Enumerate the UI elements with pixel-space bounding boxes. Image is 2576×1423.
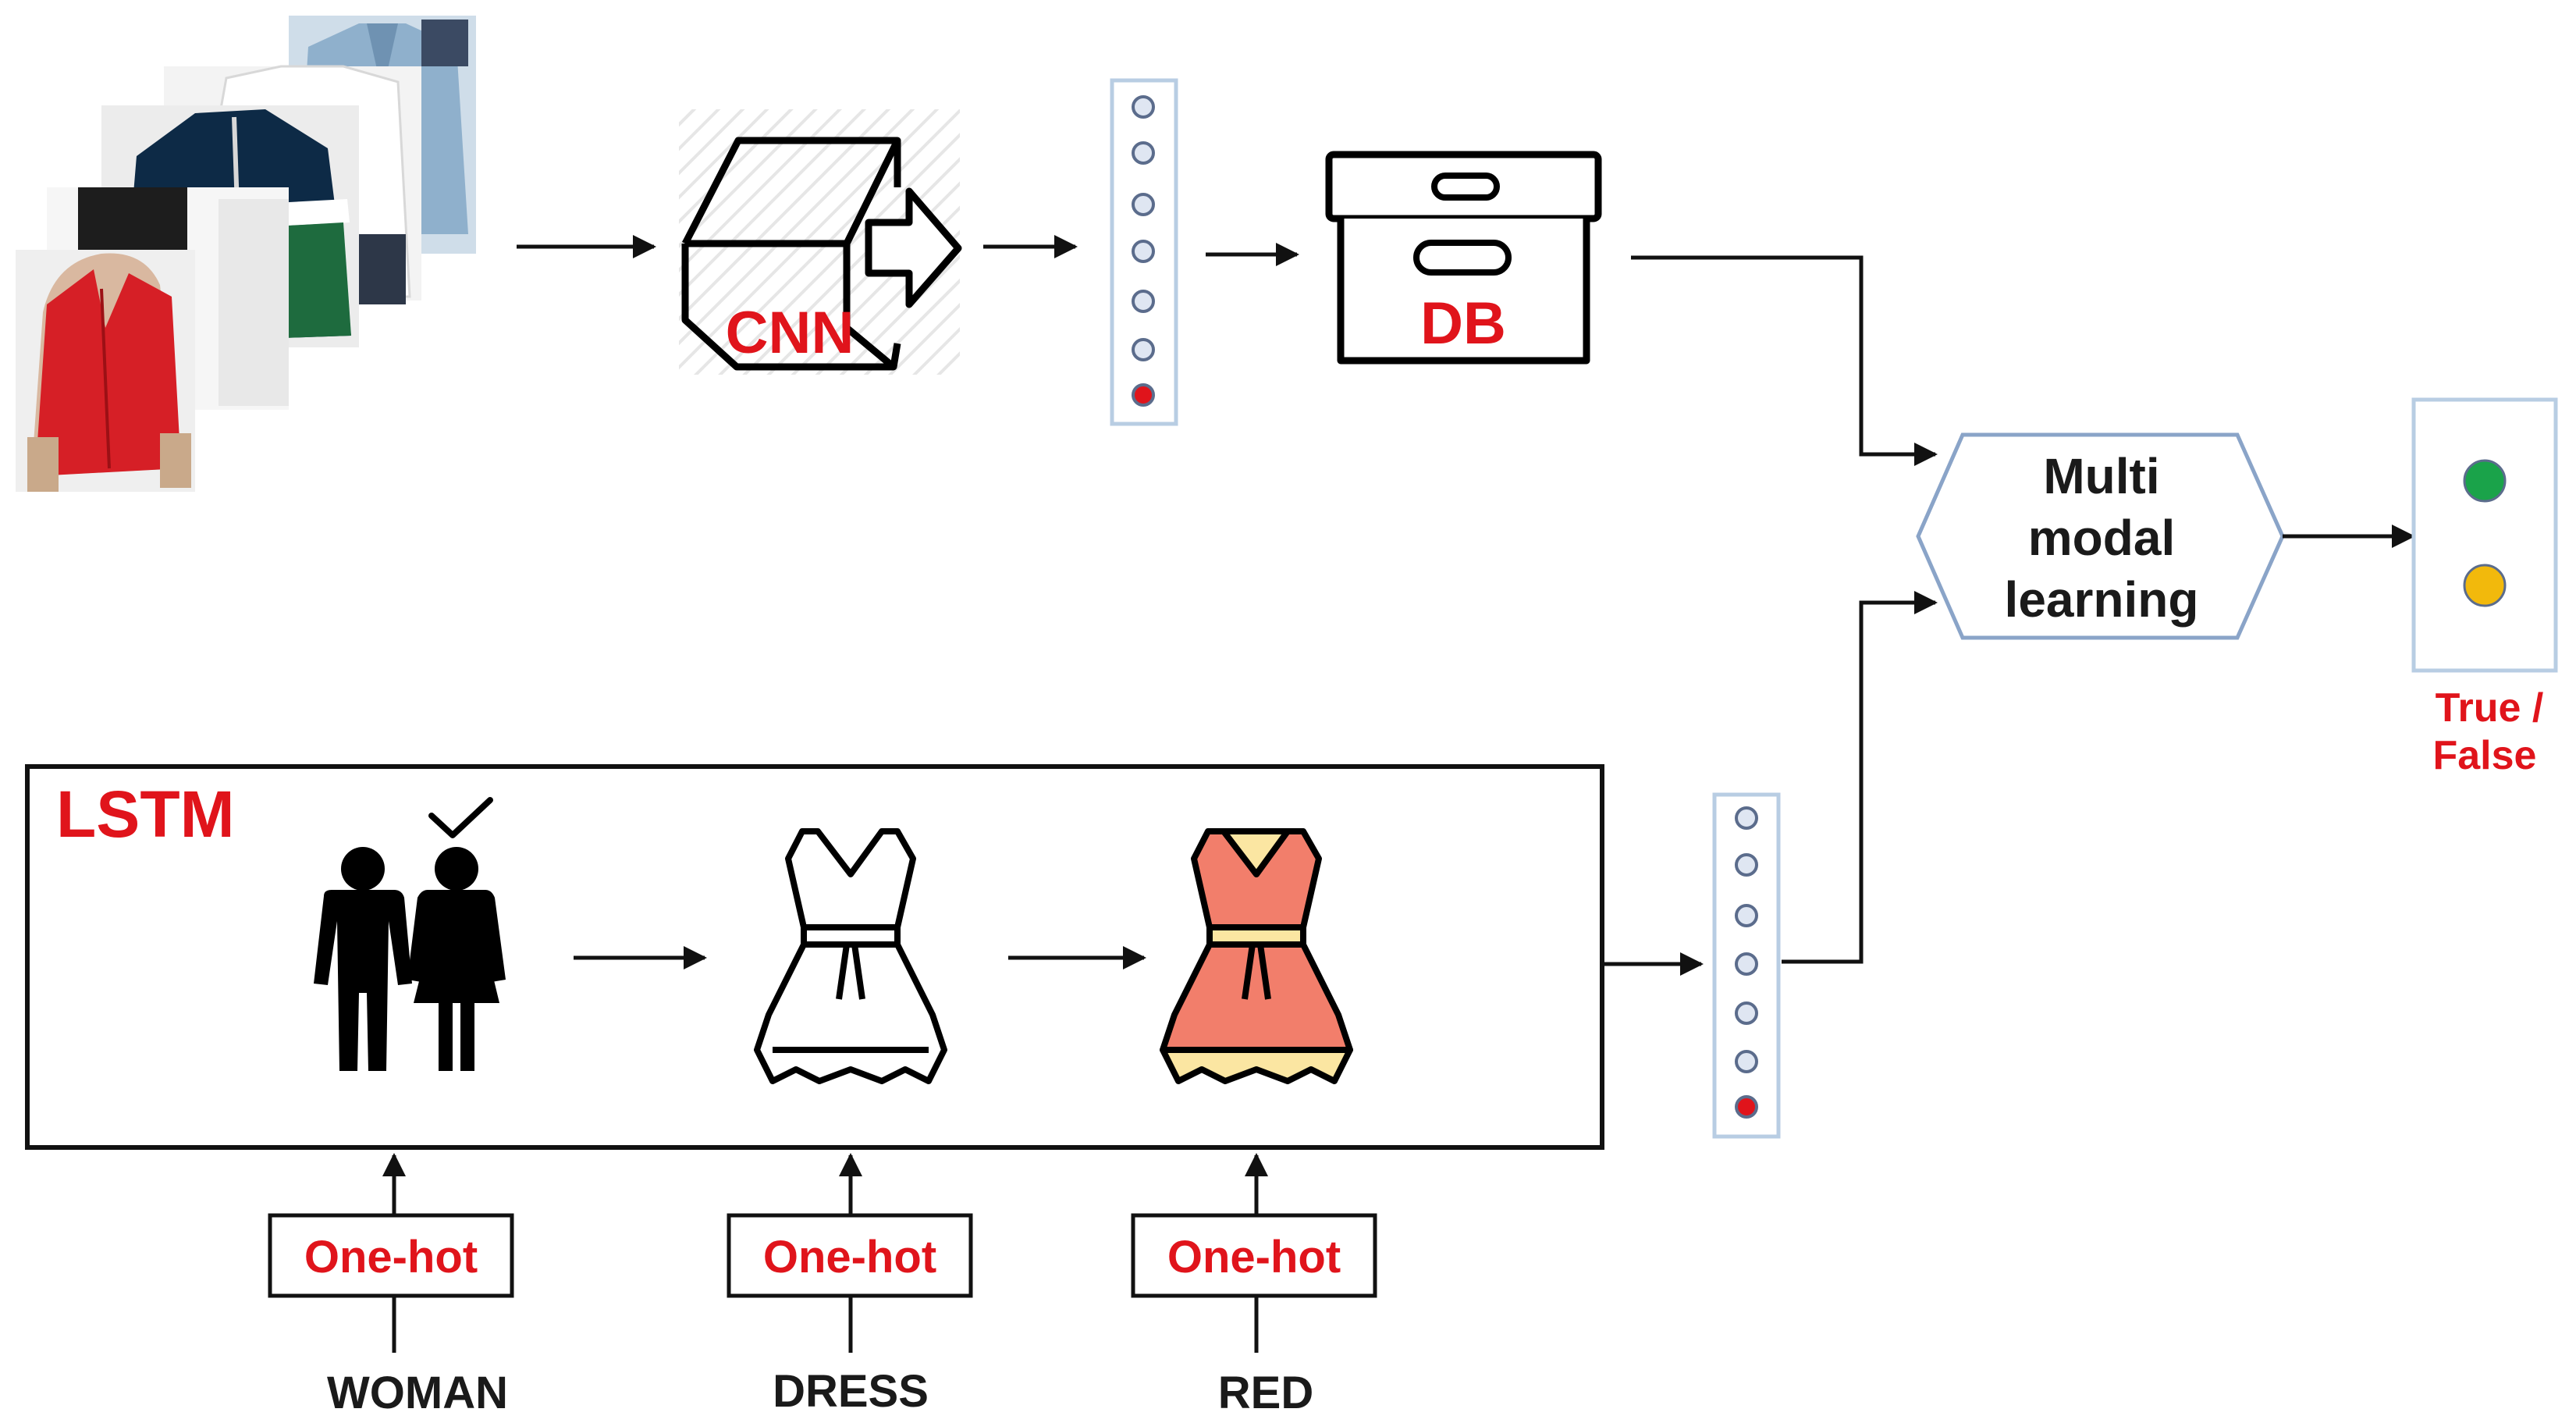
true-false-label-line-2: False: [2433, 733, 2537, 778]
vector-dot-active: [1735, 1095, 1758, 1119]
multimodal-label-line-2: modal: [2028, 510, 2175, 566]
one-hot-box-3: [1131, 1213, 1377, 1298]
output-dot-false: [2463, 564, 2507, 607]
vector-dot: [1132, 141, 1155, 165]
vector-dot-active: [1132, 383, 1155, 407]
feature-vector-lstm: [1712, 792, 1781, 1139]
feature-vector-cnn: [1110, 78, 1178, 426]
word-label-3: RED: [1218, 1368, 1313, 1418]
one-hot-box-1: [268, 1213, 514, 1298]
database-box-icon: [1325, 151, 1602, 365]
vector-dot: [1132, 240, 1155, 263]
output-box: [2411, 397, 2558, 673]
vector-dot: [1735, 904, 1758, 927]
lstm-label: LSTM: [56, 777, 235, 851]
true-false-label-line-1: True /: [2436, 685, 2544, 731]
cnn-label: CNN: [726, 300, 855, 366]
clothing-photo-stack: [16, 16, 476, 492]
db-label: DB: [1420, 290, 1506, 357]
one-hot-label-2: One-hot: [763, 1232, 936, 1282]
word-label-2: DRESS: [773, 1366, 929, 1417]
word-label-1: WOMAN: [327, 1368, 508, 1418]
vector-dot: [1735, 1050, 1758, 1073]
vector-dot: [1132, 338, 1155, 361]
vector-dot: [1735, 853, 1758, 877]
cnn-cube-icon: [679, 109, 962, 375]
vector-dot: [1132, 290, 1155, 313]
checkmark-icon: [428, 797, 493, 838]
red-dress-icon: [1160, 828, 1353, 1084]
vector-dot: [1132, 95, 1155, 119]
arrow-db-to-multimodal: [1631, 255, 1938, 466]
photo-red-vest: [16, 250, 195, 492]
vector-dot: [1735, 806, 1758, 830]
vector-dot: [1735, 1001, 1758, 1025]
output-dot-true: [2463, 459, 2507, 503]
multimodal-learning-node: [1916, 432, 2285, 640]
vector-dot: [1132, 193, 1155, 216]
arrow-vector-to-multimodal: [1782, 591, 1938, 964]
dress-outline-icon: [754, 828, 947, 1084]
one-hot-box-2: [727, 1213, 973, 1298]
one-hot-label-3: One-hot: [1167, 1232, 1341, 1282]
man-woman-couple-icon: [314, 847, 506, 1071]
multimodal-label-line-3: learning: [2005, 571, 2199, 628]
vector-dot: [1735, 952, 1758, 976]
one-hot-label-1: One-hot: [304, 1232, 478, 1282]
multimodal-label-line-1: Multi: [2043, 448, 2159, 504]
